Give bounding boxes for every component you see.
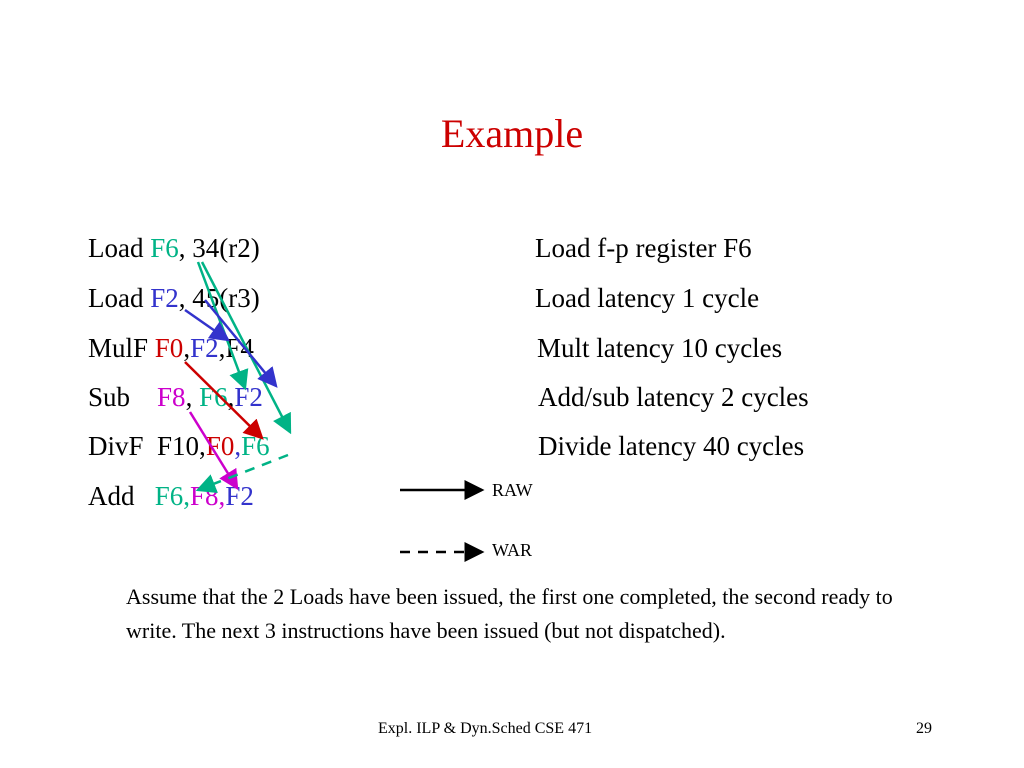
opcode: Load [88,283,151,313]
description-5: Divide latency 40 cycles [538,431,805,461]
slide-title: Example [440,111,584,156]
raw-arrow-f2-to-mul [184,308,231,342]
opcode: Sub [88,382,158,412]
operand-text: , 34(r2) [178,233,260,263]
register-operand: F0 [154,333,184,363]
footer-course: Expl. ILP & Dyn.Sched CSE 471 [378,720,593,737]
description-2: Load latency 1 cycle [535,283,760,313]
register-operand: F8 [157,382,186,412]
description-3: Mult latency 10 cycles [537,333,783,363]
legend-raw-label: RAW [492,480,533,500]
raw-arrow-f8-to-add [188,411,239,491]
footer-page-number: 29 [916,720,932,737]
legend-war-label: WAR [492,540,532,560]
register-operand: F6 [150,233,179,263]
operand-text: , [183,333,191,363]
register-operand: F6 [199,382,228,412]
war-arrow-f6 [195,453,289,493]
raw-arrow-f2-to-sub [204,299,278,388]
register-operand: F6, [154,481,191,511]
instruction-line-1: Load F6, 34(r2) [88,232,260,264]
opcode: DivF [88,431,158,461]
opcode: Load [88,233,151,263]
raw-arrow-f6-to-div [200,261,292,435]
register-operand: , [234,431,242,461]
opcode: Add [88,481,155,511]
opcode: MulF [88,333,155,363]
operand-text: , [227,382,235,412]
instruction-line-2: Load F2, 45(r3) [88,282,260,314]
operand-text: F10, [157,431,206,461]
raw-arrow-f0-to-div [184,361,264,440]
description-1: Load f-p register F6 [535,233,752,263]
description-4: Add/sub latency 2 cycles [538,382,809,412]
register-operand: F2 [150,283,179,313]
operand-text: , [185,382,200,412]
assumption-note: Assume that the 2 Loads have been issued… [126,584,893,643]
